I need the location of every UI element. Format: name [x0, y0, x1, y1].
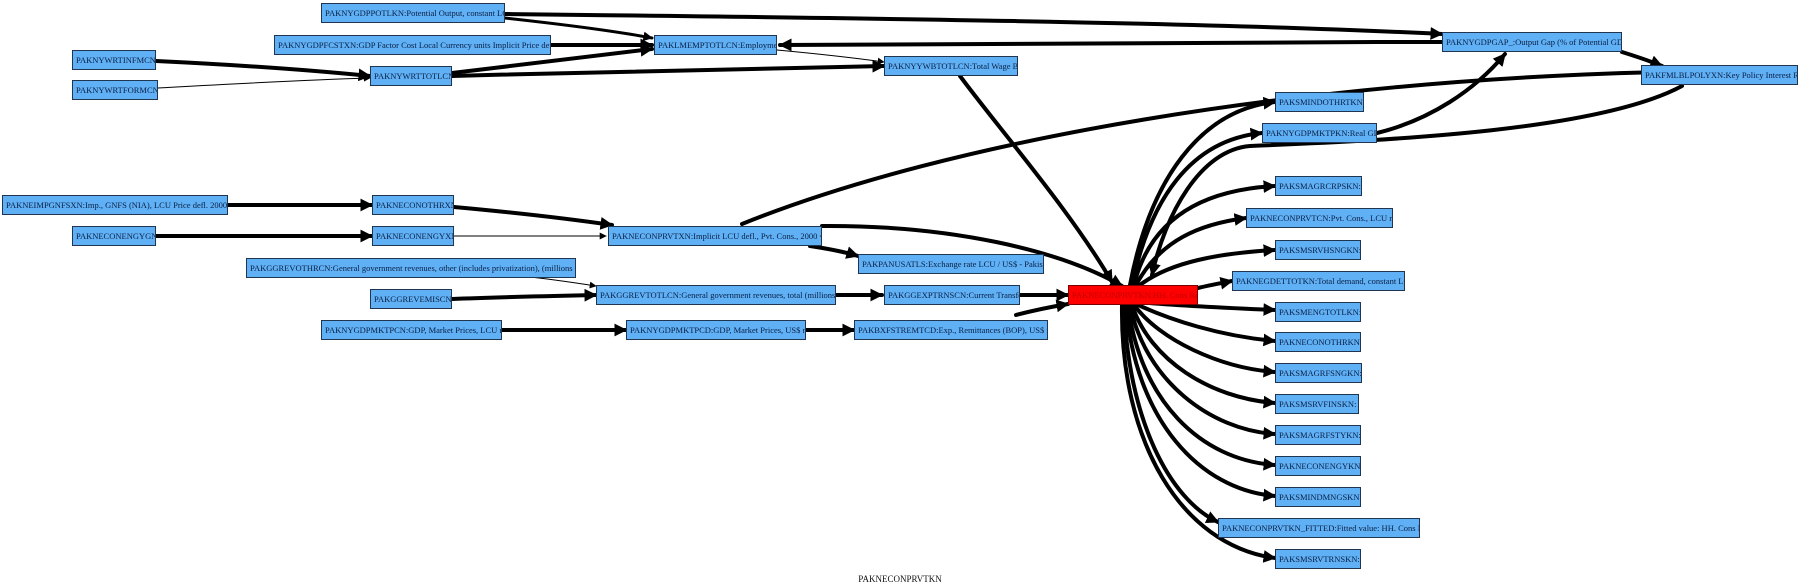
edge — [820, 223, 1124, 288]
edge — [503, 12, 1444, 40]
edge — [452, 205, 614, 230]
edge — [1130, 303, 1277, 409]
edge — [1130, 127, 1264, 287]
node-paknygdpmktpcd[interactable]: PAKNYGDPMKTPCD:GDP, Market Prices, US$ m… — [626, 320, 806, 340]
edge — [1134, 213, 1248, 287]
edge — [450, 43, 654, 75]
node-paknywrtformcn[interactable]: PAKNYWRTFORMCN: — [72, 80, 158, 100]
node-pakpanusatls[interactable]: PAKPANUSATLS:Exchange rate LCU / US$ - P… — [858, 254, 1044, 274]
node-paknygdpfcstxn[interactable]: PAKNYGDPFCSTXN:GDP Factor Cost Local Cur… — [274, 35, 551, 55]
node-paksmsrvtrnskn[interactable]: PAKSMSRVTRNSKN: — [1275, 549, 1361, 569]
edge — [1375, 52, 1507, 135]
node-pakneconengykn[interactable]: PAKNECONENGYKN: — [1275, 456, 1361, 476]
node-pakfmlblpolyxn[interactable]: PAKFMLBLPOLYXN:Key Policy Interest Rate — [1641, 65, 1798, 85]
node-pakneconengygn[interactable]: PAKNECONENGYGN: — [72, 226, 156, 246]
node-paksmagrfstykn[interactable]: PAKSMAGRFSTYKN: — [1275, 425, 1361, 445]
node-paklmemptotlcn[interactable]: PAKLMEMPTOTLCN:Employment — [654, 35, 777, 55]
node-paknygdpmktpkn[interactable]: PAKNYGDPMKTPKN:Real GDP — [1262, 123, 1377, 143]
edge — [154, 59, 372, 82]
edge — [1132, 303, 1277, 378]
node-pakggexptrnscn[interactable]: PAKGGEXPTRNSCN:Current Transfers — [884, 285, 1020, 305]
node-pakneconprvtcn[interactable]: PAKNECONPRVTCN:Pvt. Cons., LCU mn — [1246, 208, 1393, 228]
node-paksmagrfsngkn[interactable]: PAKSMAGRFSNGKN: — [1275, 363, 1362, 383]
node-pakneconengyxn[interactable]: PAKNECONENGYXN: — [372, 226, 454, 246]
graph-caption: PAKNECONPRVTKN — [858, 574, 942, 584]
edge — [1122, 303, 1220, 524]
node-pakggrevothrcn[interactable]: PAKGGREVOTHRCN:General government revenu… — [246, 258, 576, 278]
edge — [1126, 303, 1277, 471]
node-pakneconothrxn[interactable]: PAKNECONOTHRXN: — [372, 195, 454, 215]
edge — [1014, 299, 1070, 317]
node-paksmagrcrpskn[interactable]: PAKSMAGRCRPSKN: — [1275, 176, 1362, 196]
edge — [1138, 244, 1277, 287]
node-paknegdettotkn[interactable]: PAKNEGDETTOTKN:Total demand, constant LC… — [1232, 271, 1405, 291]
edge — [776, 49, 885, 65]
node-pakneconothrkn[interactable]: PAKNECONOTHRKN: — [1275, 332, 1361, 352]
node-pakggrevtotlcn[interactable]: PAKGGREVTOTLCN:General government revenu… — [596, 285, 836, 305]
edge — [503, 16, 654, 42]
edge — [1132, 180, 1277, 287]
node-pakneconprvtkn-focus[interactable]: PAKNECONPRVTKN:HH. Cons Real — [1068, 285, 1198, 305]
node-pakneimpgnfsxn[interactable]: PAKNEIMPGNFSXN:Imp., GNFS (NIA), LCU Pri… — [2, 195, 228, 215]
edge — [157, 74, 371, 89]
edge — [1134, 302, 1277, 347]
node-paksmindothrtkn[interactable]: PAKSMINDOTHRTKN: — [1275, 92, 1364, 112]
edge — [1119, 303, 1277, 563]
edge — [1196, 276, 1234, 290]
node-paksmengtotlkn[interactable]: PAKSMENGTOTLKN: — [1275, 302, 1361, 322]
node-paknywrtinfmcn[interactable]: PAKNYWRTINFMCN: — [72, 50, 156, 70]
edge — [1124, 303, 1277, 502]
node-paknygdpmktpcn[interactable]: PAKNYGDPMKTPCN:GDP, Market Prices, LCU m… — [321, 320, 502, 340]
node-paknywrttotlcn[interactable]: PAKNYWRTTOTLCN: — [370, 66, 452, 86]
node-pakneconprvtxn[interactable]: PAKNECONPRVTXN:Implicit LCU defl., Pvt. … — [608, 226, 822, 246]
node-pakneconprvtkn-fitted[interactable]: PAKNECONPRVTKN_FITTED:Fitted value: HH. … — [1218, 518, 1420, 538]
node-pakbxfstremtcd[interactable]: PAKBXFSTREMTCD:Exp., Remittances (BOP), … — [854, 320, 1048, 340]
edge — [958, 74, 1114, 284]
node-pakggrevemiscn[interactable]: PAKGGREVEMISCN: — [370, 289, 452, 309]
edge — [808, 244, 860, 259]
node-paksmsrvhsngkn[interactable]: PAKSMSRVHSNGKN: — [1275, 240, 1361, 260]
edge — [1148, 84, 1684, 277]
edge — [1128, 303, 1277, 440]
edge — [740, 65, 1664, 226]
node-paknygdpgap[interactable]: PAKNYGDPGAP_:Output Gap (% of Potential … — [1442, 32, 1622, 52]
edge — [450, 59, 886, 78]
edge — [1128, 96, 1277, 287]
edge — [450, 288, 598, 302]
edge — [1620, 50, 1664, 68]
node-paknyywbtotlcn[interactable]: PAKNYYWBTOTLCN:Total Wage Bill — [884, 56, 1018, 76]
node-paknygdppotlkn[interactable]: PAKNYGDPPOTLKN:Potential Output, constan… — [321, 3, 505, 23]
edge — [778, 38, 1444, 52]
node-paksmsrvfinskn[interactable]: PAKSMSRVFINSKN: — [1275, 394, 1359, 414]
node-paksmindmngskn[interactable]: PAKSMINDMNGSKN: — [1275, 487, 1361, 507]
